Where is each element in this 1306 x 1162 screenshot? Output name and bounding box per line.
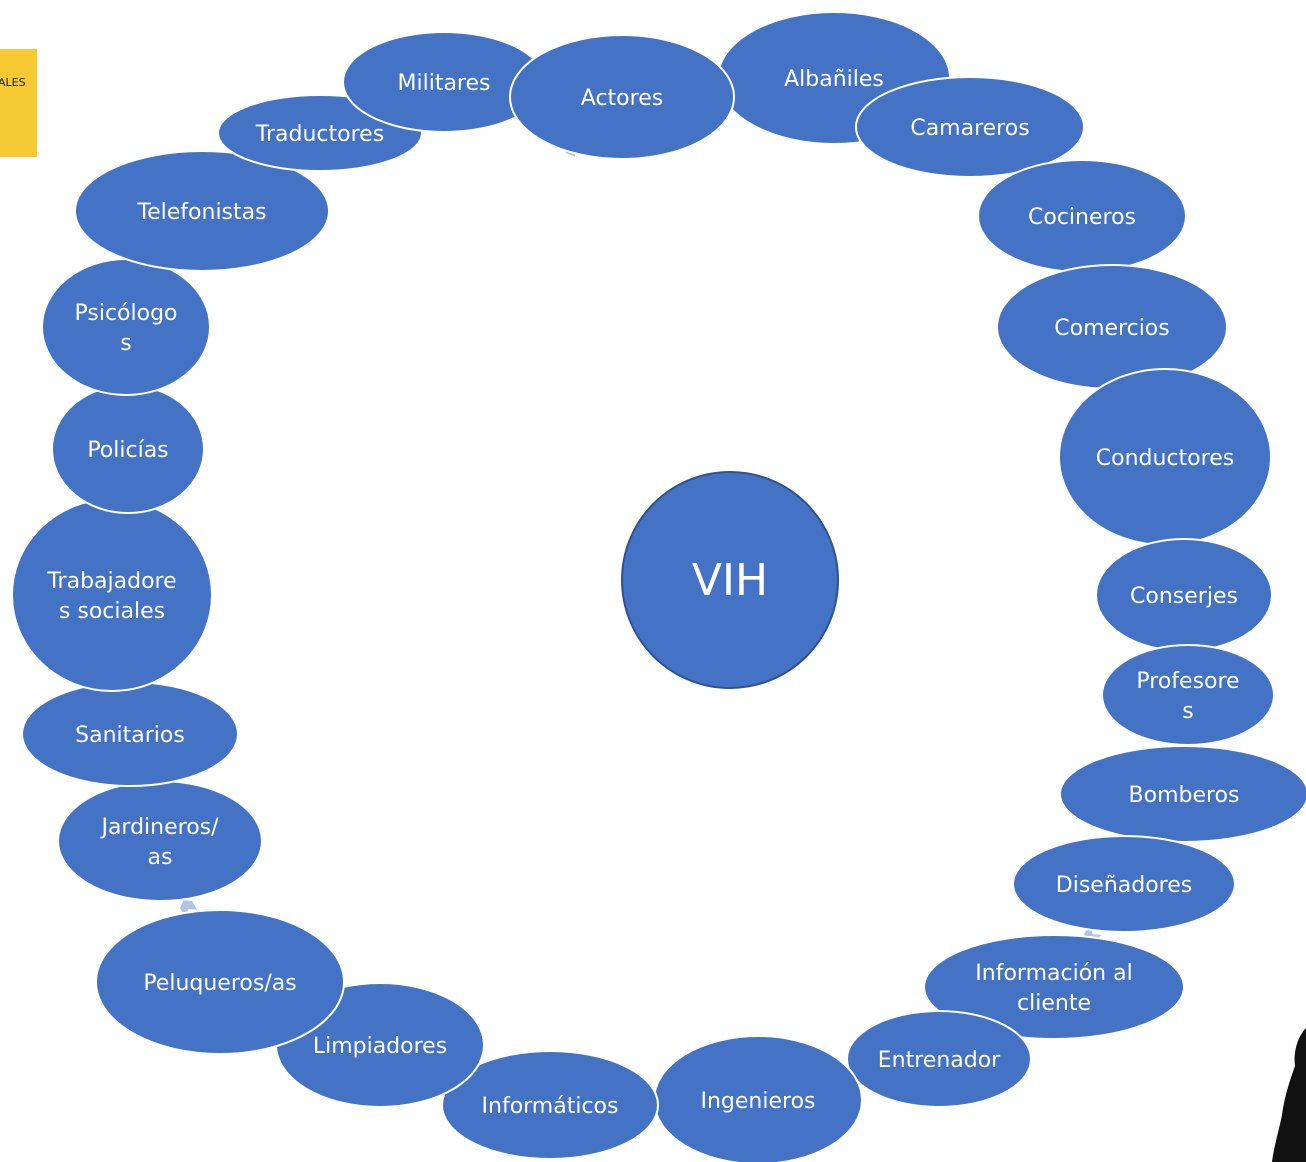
occupation-node-label: Informáticos xyxy=(482,1094,619,1119)
occupation-node: Ingenieros xyxy=(653,1035,863,1162)
occupation-node-label: Conductores xyxy=(1096,446,1234,471)
occupation-node: Profesore s xyxy=(1101,644,1275,746)
occupation-node: Información al cliente xyxy=(923,934,1185,1040)
center-label: VIH xyxy=(692,555,768,606)
occupation-node-label: Información al xyxy=(975,961,1132,986)
occupation-node-shape xyxy=(41,258,211,396)
occupation-node-label: Jardineros/ xyxy=(99,815,219,840)
occupation-node-label: Comercios xyxy=(1054,316,1169,341)
occupation-node-label: Entrenador xyxy=(878,1048,1001,1073)
occupation-node-label: Psicólogo xyxy=(74,301,177,326)
occupation-node-label: Policías xyxy=(87,438,168,463)
occupation-node-shape xyxy=(11,498,213,692)
occupation-node: Diseñadores xyxy=(1012,835,1236,933)
occupation-node-label: Actores xyxy=(581,86,663,111)
occupation-node-label: cliente xyxy=(1017,991,1091,1016)
occupation-node: Entrenador xyxy=(846,1010,1032,1108)
occupation-node-label: Albañiles xyxy=(784,67,884,92)
occupation-node-shape xyxy=(1059,745,1306,843)
occupation-node: Bomberos xyxy=(1059,745,1306,843)
occupation-node-label: Diseñadores xyxy=(1056,873,1192,898)
occupation-node-shape xyxy=(855,76,1085,178)
corner-tag: ALES xyxy=(0,49,37,157)
occupation-node-shape xyxy=(846,1010,1032,1108)
occupation-node: Trabajadore s sociales xyxy=(11,498,213,692)
occupation-node: Psicólogo s xyxy=(41,258,211,396)
occupation-node-label: Sanitarios xyxy=(75,723,185,748)
occupation-node-shape xyxy=(95,909,345,1055)
occupation-node-label: Ingenieros xyxy=(700,1089,815,1114)
occupation-node: Telefonistas xyxy=(74,150,330,272)
center-node: VIH xyxy=(621,471,839,689)
occupation-node-shape xyxy=(441,1050,659,1160)
occupation-node: Jardineros/as xyxy=(57,780,263,902)
corner-tag-text: ALES xyxy=(0,76,26,89)
occupation-node-label: Traductores xyxy=(255,122,384,147)
occupation-node: Cocineros xyxy=(977,159,1187,273)
occupation-node-shape xyxy=(923,934,1185,1040)
occupation-node-shape xyxy=(1101,644,1275,746)
occupation-node-label: Camareros xyxy=(910,116,1029,141)
occupation-node-label: Bomberos xyxy=(1129,783,1240,808)
occupation-node-label: Profesore xyxy=(1136,669,1239,694)
occupation-node-label: Trabajadore xyxy=(46,569,176,594)
person-silhouette-image xyxy=(1272,1028,1306,1162)
occupation-node-shape xyxy=(74,150,330,272)
corner-tag-box xyxy=(0,49,37,157)
occupation-node-label: s xyxy=(1182,699,1193,724)
occupation-node-shape xyxy=(57,780,263,902)
occupation-node-label: Conserjes xyxy=(1130,584,1238,609)
occupation-node: Conductores xyxy=(1058,368,1272,546)
occupation-node: Militares xyxy=(342,31,546,133)
occupation-node-label: as xyxy=(148,845,173,870)
occupation-node: Peluqueros/as xyxy=(95,909,345,1055)
occupation-node-shape xyxy=(509,34,735,160)
occupation-node: Policías xyxy=(51,384,205,514)
occupation-node-label: Cocineros xyxy=(1028,205,1136,230)
occupation-node-label: s xyxy=(120,331,131,356)
occupation-node-label: Telefonistas xyxy=(136,200,266,225)
occupation-node: Sanitarios xyxy=(21,681,239,787)
occupation-node: Informáticos xyxy=(441,1050,659,1160)
occupation-node-label: s sociales xyxy=(59,599,165,624)
occupation-node: Conserjes xyxy=(1095,538,1273,652)
center-circle xyxy=(621,471,839,689)
occupation-node-label: Peluqueros/as xyxy=(143,971,296,996)
occupation-node-label: Limpiadores xyxy=(313,1034,447,1059)
occupation-node: Comercios xyxy=(996,264,1228,390)
occupation-node: Camareros xyxy=(855,76,1085,178)
occupation-nodes: AlbañilesCamarerosCocinerosComerciosCond… xyxy=(11,11,1306,1162)
occupation-node-shape xyxy=(1012,835,1236,933)
occupation-node: Actores xyxy=(509,34,735,160)
occupation-node-label: Militares xyxy=(398,71,491,96)
